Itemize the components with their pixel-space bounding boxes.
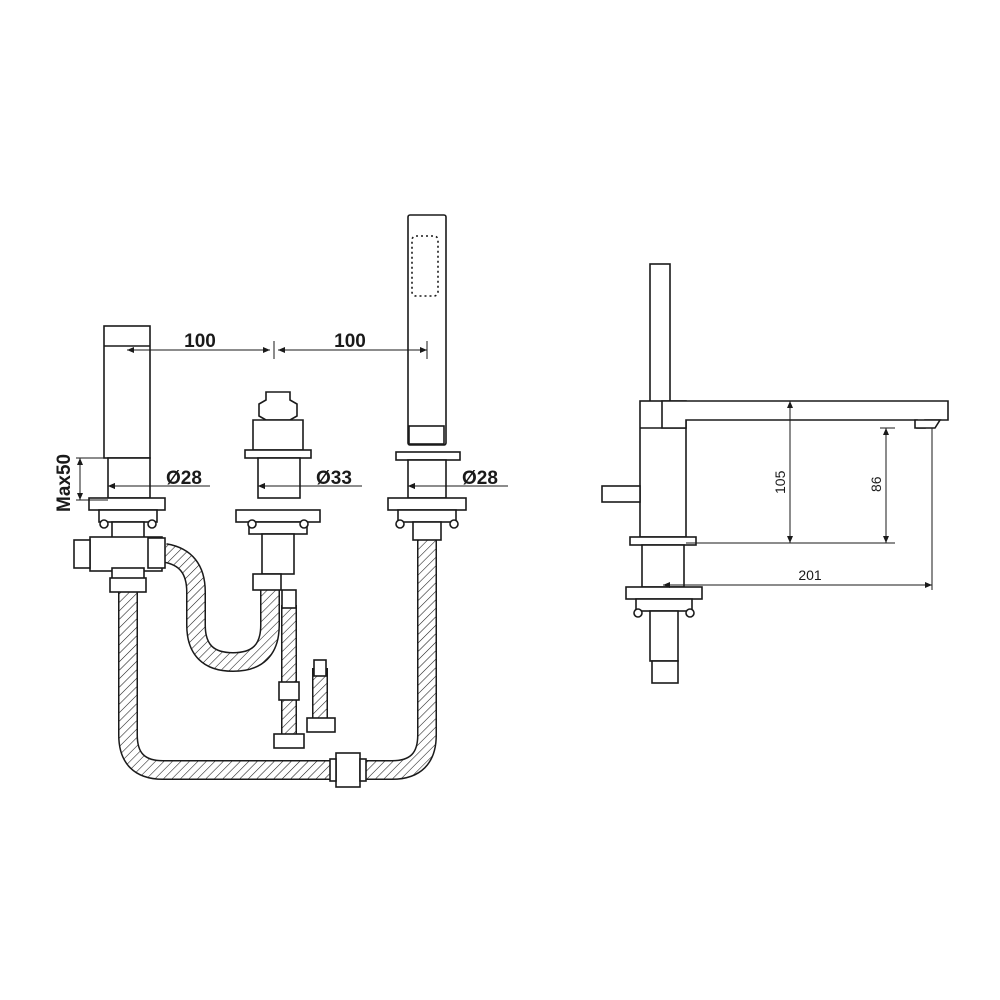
spacing-right-label: 100 xyxy=(334,331,366,352)
diameter-center-label: Ø33 xyxy=(316,468,352,489)
front-view: 100 100 Max50 Ø28 Ø33 Ø28 xyxy=(54,214,508,788)
spacing-dimension: 100 100 xyxy=(127,331,428,359)
height-spout-label: 86 xyxy=(868,476,884,492)
side-dimensions: 105 86 201 xyxy=(663,400,933,590)
left-mixer-handle xyxy=(88,325,166,545)
height-total-label: 105 xyxy=(772,470,788,494)
spout-reach-label: 201 xyxy=(798,567,822,583)
max-thickness-label: Max50 xyxy=(54,454,75,512)
hand-shower xyxy=(387,214,467,541)
spacing-left-label: 100 xyxy=(184,331,216,352)
side-view: 105 86 201 xyxy=(601,263,949,684)
deck-thickness-dimension: Max50 xyxy=(54,454,108,512)
diameter-right-label: Ø28 xyxy=(462,468,498,489)
diameter-left-label: Ø28 xyxy=(166,468,202,489)
hose-end-fittings xyxy=(273,681,367,788)
braided-hoses xyxy=(118,535,437,780)
left-valve-body xyxy=(73,536,166,593)
center-valve xyxy=(235,391,327,677)
diameter-dimensions: Ø28 Ø33 Ø28 xyxy=(108,468,508,489)
